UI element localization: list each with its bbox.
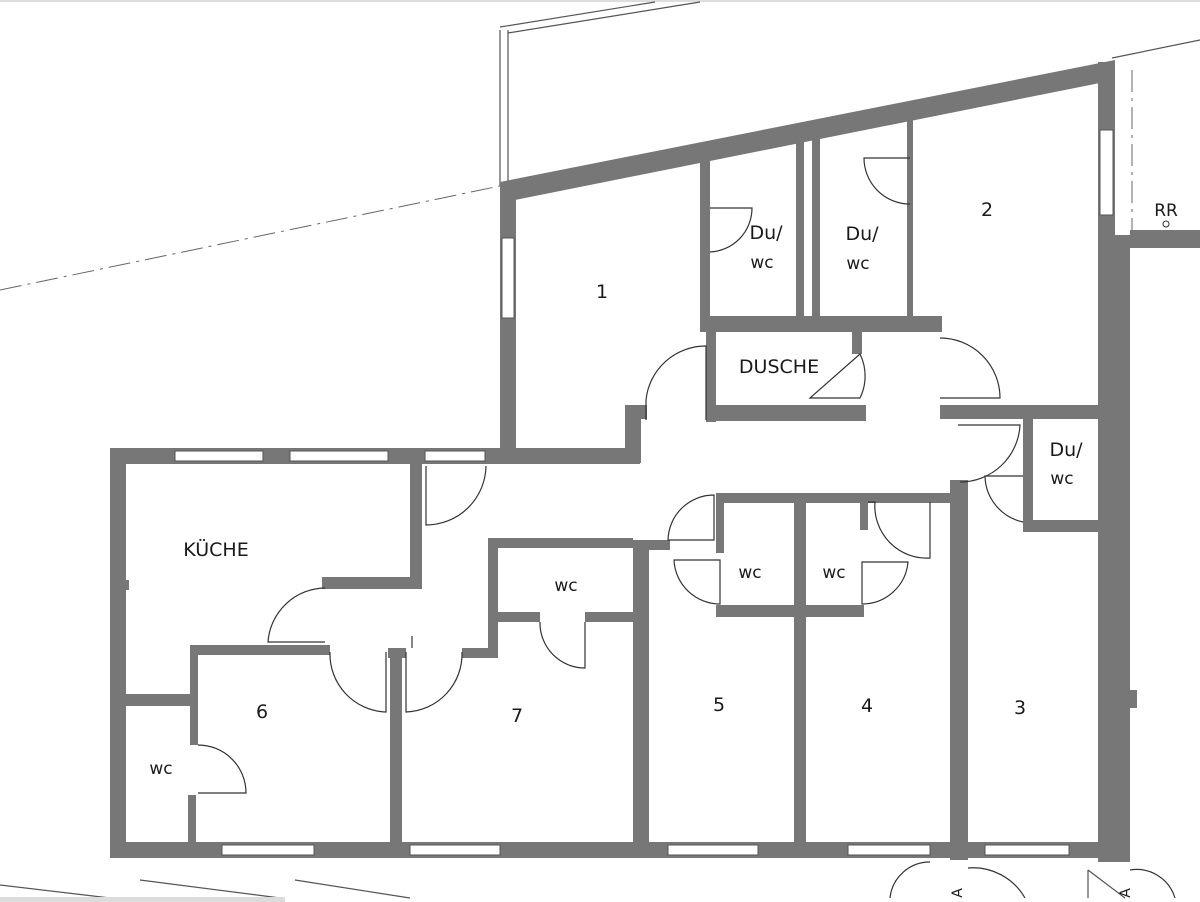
room-label-wc-right-pair: wc [822, 563, 845, 583]
section-marker-left: A [950, 888, 966, 898]
interior-walls [124, 118, 1100, 860]
room-label-7: 7 [511, 705, 523, 727]
room-label-duwc-c-line1: Du/ [1049, 439, 1083, 461]
exterior-walls [110, 60, 1200, 862]
windows [174, 129, 1114, 856]
room-label-wc-left-pair: wc [738, 563, 761, 583]
top-border [0, 0, 1200, 2]
room-label-3: 3 [1014, 697, 1026, 719]
room-label-4: 4 [861, 695, 873, 717]
annotation-rr: RR [1154, 201, 1178, 221]
room-label-wc-middle: wc [554, 576, 577, 596]
annex-outline [499, 1, 1200, 186]
section-marker-right: A [1118, 888, 1134, 898]
room-label-kueche: KÜCHE [183, 538, 248, 561]
room-label-duwc-c-line2: wc [1050, 469, 1073, 489]
bottom-stair-hints [0, 580, 1176, 902]
room-label-duwc-a-line1: Du/ [749, 222, 783, 244]
room-label-duwc-a-line2: wc [750, 253, 773, 273]
room-label-1: 1 [596, 281, 608, 303]
rr-marker-icon [1162, 220, 1170, 228]
room-label-5: 5 [713, 694, 725, 716]
room-label-2: 2 [981, 199, 993, 221]
room-label-6: 6 [256, 701, 268, 723]
property-line [0, 185, 501, 291]
room-label-wc-bottom-left: wc [149, 759, 172, 779]
room-label-dusche: DUSCHE [739, 356, 819, 378]
room-label-duwc-b-line1: Du/ [845, 223, 879, 245]
doors [197, 157, 1024, 794]
room-label-duwc-b-line2: wc [846, 254, 869, 274]
